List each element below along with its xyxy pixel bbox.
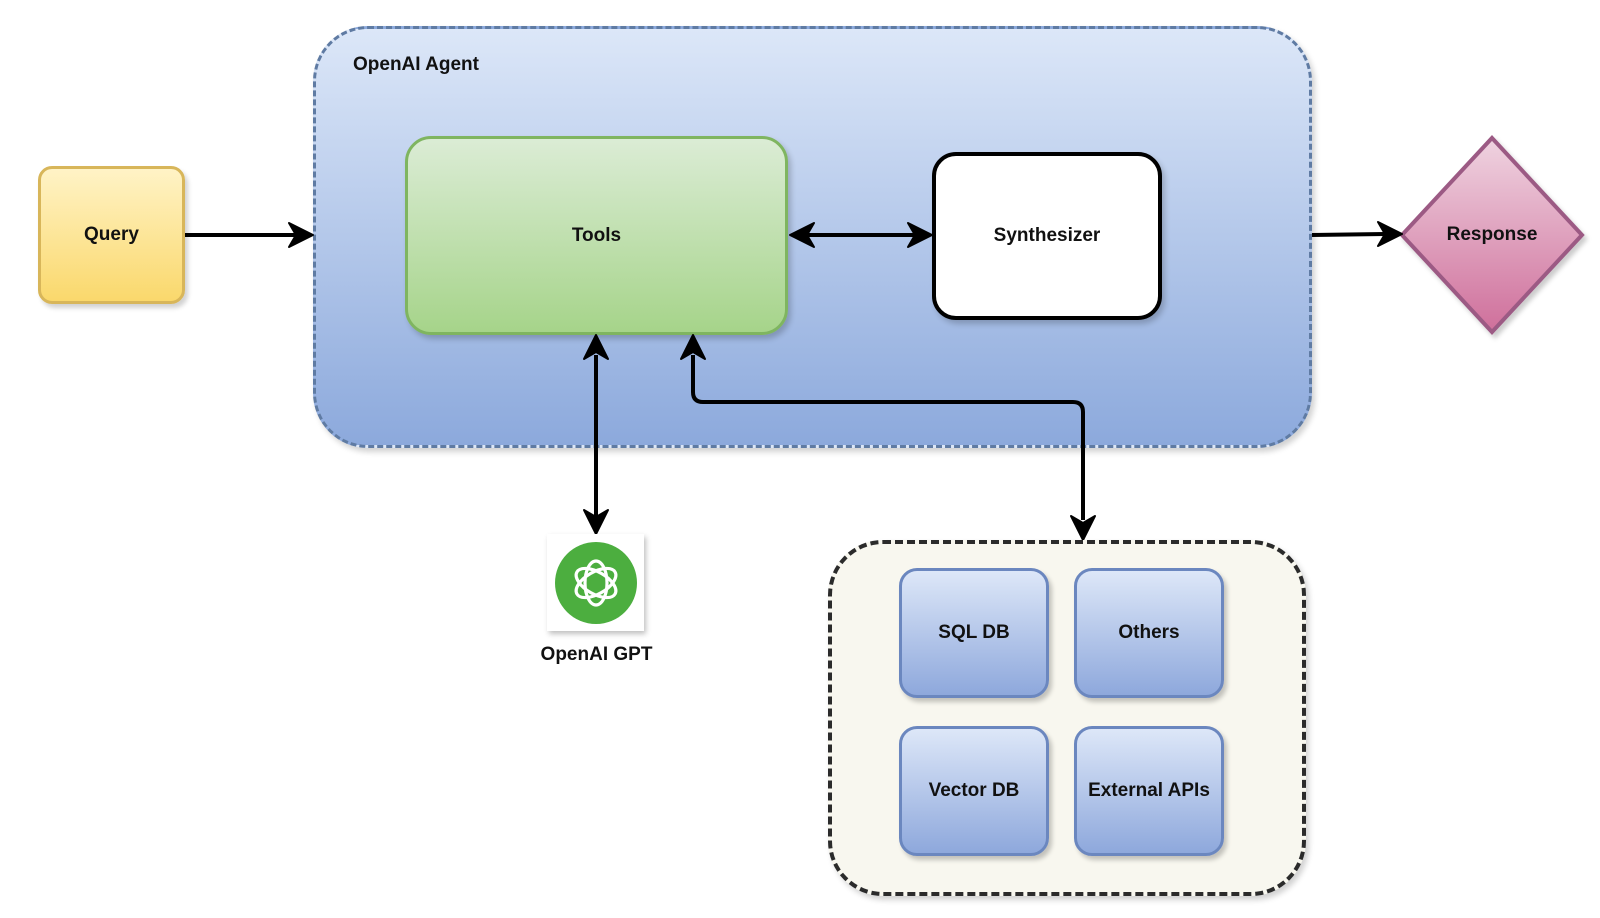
- data-source-sql-db[interactable]: SQL DB: [899, 568, 1049, 698]
- synthesizer-node[interactable]: Synthesizer: [932, 152, 1162, 320]
- data-source-external-apis[interactable]: External APIs: [1074, 726, 1224, 856]
- arrowhead-sources: [1070, 515, 1096, 541]
- edge-tools-sources: [691, 355, 1085, 520]
- response-diamond[interactable]: [1399, 135, 1585, 335]
- openai-logo-icon: [554, 541, 637, 624]
- response-label: Response: [1446, 224, 1538, 245]
- edge-agent-response: [1311, 232, 1386, 237]
- arrowhead-agent-in: [288, 222, 314, 248]
- tools-node[interactable]: Tools: [405, 136, 788, 335]
- data-source-vector-db[interactable]: Vector DB: [899, 726, 1049, 856]
- query-node[interactable]: Query: [38, 166, 185, 304]
- arrowhead-synthesizer-left: [907, 222, 933, 248]
- openai-gpt-node[interactable]: [547, 534, 644, 631]
- arrowhead-response: [1377, 221, 1403, 247]
- arrowhead-tools-right: [789, 222, 815, 248]
- openai-gpt-label: OpenAI GPT: [540, 644, 653, 665]
- arrowhead-gpt: [583, 509, 609, 535]
- data-source-others[interactable]: Others: [1074, 568, 1224, 698]
- arrowhead-tools-bottom-right: [680, 334, 706, 360]
- agent-title: OpenAI Agent: [353, 54, 479, 75]
- arrowhead-tools-bottom-left: [583, 334, 609, 360]
